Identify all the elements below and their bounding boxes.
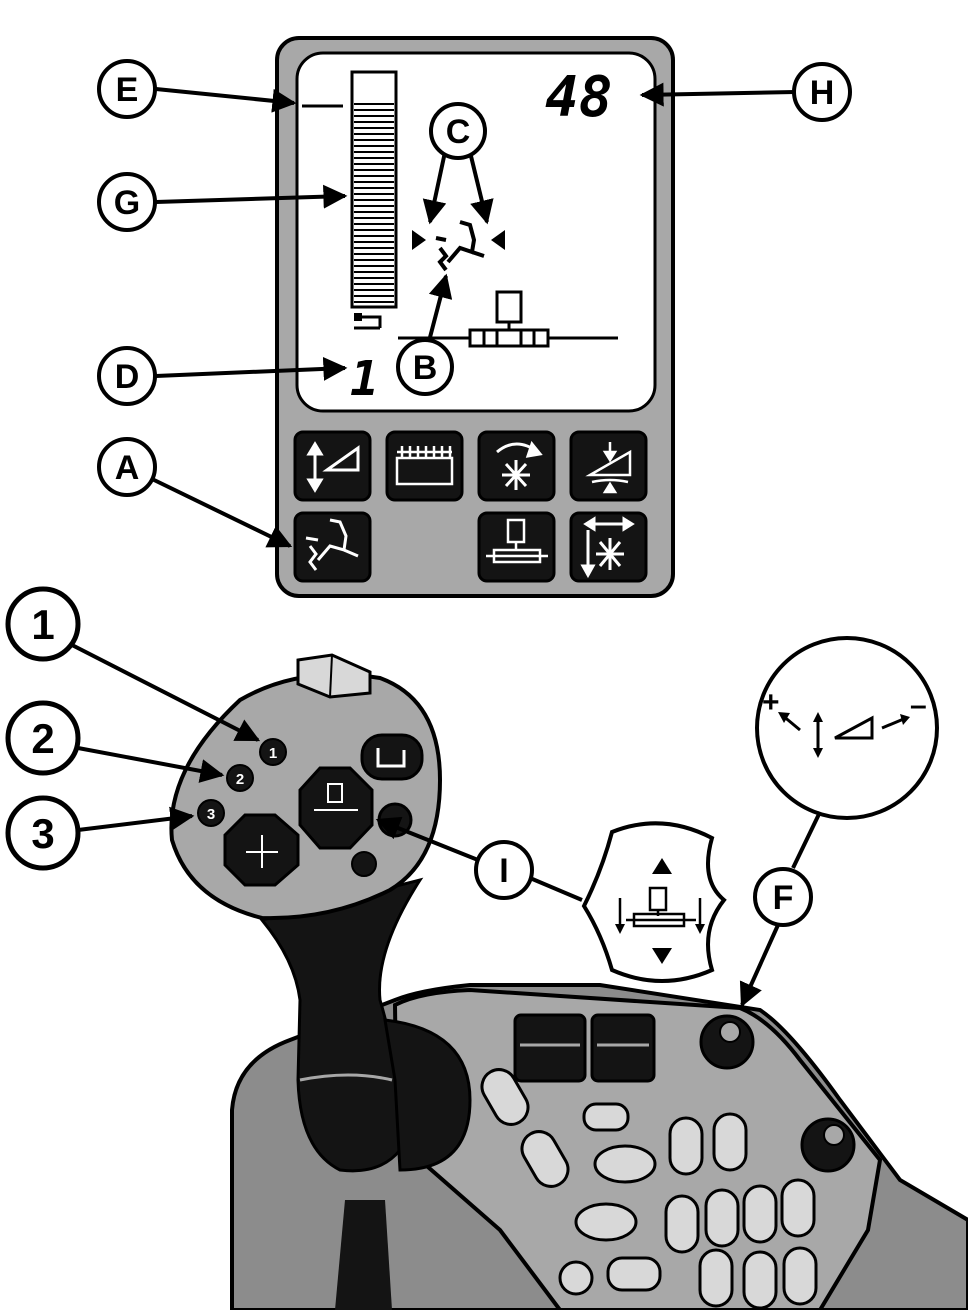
callout-1: 1 <box>5 586 81 662</box>
auto-control-icon <box>412 220 505 272</box>
callout-a-label: A <box>115 449 140 487</box>
hitch-height-button[interactable] <box>293 430 372 502</box>
reverser-button[interactable] <box>360 733 424 781</box>
reel-control-button[interactable] <box>223 813 300 887</box>
callout-h-label: H <box>810 74 835 112</box>
callout-3-label: 3 <box>31 810 54 857</box>
header-float-button[interactable] <box>477 511 556 583</box>
display-monitor: 1 48 <box>275 36 675 598</box>
level-marker-icon <box>354 313 382 330</box>
reel-position-button[interactable] <box>569 511 648 583</box>
callout-c: C <box>429 102 487 160</box>
header-reel-icon <box>395 446 454 486</box>
throttle-levers[interactable] <box>513 1013 656 1083</box>
readout-value: 48 <box>545 65 612 130</box>
callout-b-label: B <box>413 349 438 387</box>
inset-minus-sign: – <box>910 689 927 722</box>
header-raise-lower-button[interactable] <box>298 766 374 850</box>
header-tilt-button[interactable] <box>569 430 648 502</box>
joystick-button-3[interactable]: 3 <box>197 799 225 827</box>
callout-d-label: D <box>115 358 140 396</box>
header-tilt-icon <box>585 442 632 494</box>
callout-g-label: G <box>114 184 140 222</box>
leader-lines <box>71 82 822 1008</box>
joystick-small-button[interactable] <box>351 851 377 877</box>
callout-i: I <box>474 840 534 900</box>
callout-e-label: E <box>116 71 139 109</box>
bar-graph-segments <box>354 103 394 303</box>
auto-header-icon <box>305 518 359 571</box>
joystick-button-2-label: 2 <box>236 771 244 788</box>
sign-detail-inset: + – <box>755 636 939 820</box>
rotary-knob[interactable] <box>699 1014 755 1070</box>
joystick-button-1-label: 1 <box>269 745 277 762</box>
rotary-knob[interactable] <box>800 1117 856 1173</box>
joystick-button-3-label: 3 <box>207 806 215 823</box>
callout-f: F <box>753 867 813 927</box>
rocker-switches[interactable] <box>476 1063 818 1310</box>
callout-1-label: 1 <box>31 601 54 648</box>
joystick-button-1[interactable]: 1 <box>259 738 287 766</box>
reel-speed-button[interactable] <box>477 430 556 502</box>
callout-i-label: I <box>499 852 508 890</box>
callout-f-label: F <box>773 879 794 917</box>
callout-e: E <box>97 59 157 119</box>
callout-2: 2 <box>5 700 81 776</box>
callout-3: 3 <box>5 795 81 871</box>
auto-header-button[interactable] <box>293 511 372 583</box>
level-number: 1 <box>350 351 379 407</box>
reel-speed-icon <box>496 440 543 490</box>
bar-graph <box>350 70 398 309</box>
joystick-button-2[interactable]: 2 <box>226 764 254 792</box>
header-symbol-icon <box>398 290 618 348</box>
hitch-height-icon <box>306 441 360 493</box>
reel-position-icon <box>580 516 635 579</box>
callout-2-label: 2 <box>31 715 54 762</box>
inset-plus-sign: + <box>762 686 780 719</box>
header-reel-button[interactable] <box>385 430 464 502</box>
header-float-icon <box>486 518 548 564</box>
callout-a: A <box>97 437 157 497</box>
callout-c-label: C <box>446 113 471 151</box>
callout-b: B <box>396 338 454 396</box>
callout-g: G <box>97 172 157 232</box>
callout-d: D <box>97 346 157 406</box>
callout-h: H <box>792 62 852 122</box>
multifunction-joystick[interactable]: 1 2 3 <box>169 653 472 1310</box>
button-detail-inset <box>581 821 727 983</box>
